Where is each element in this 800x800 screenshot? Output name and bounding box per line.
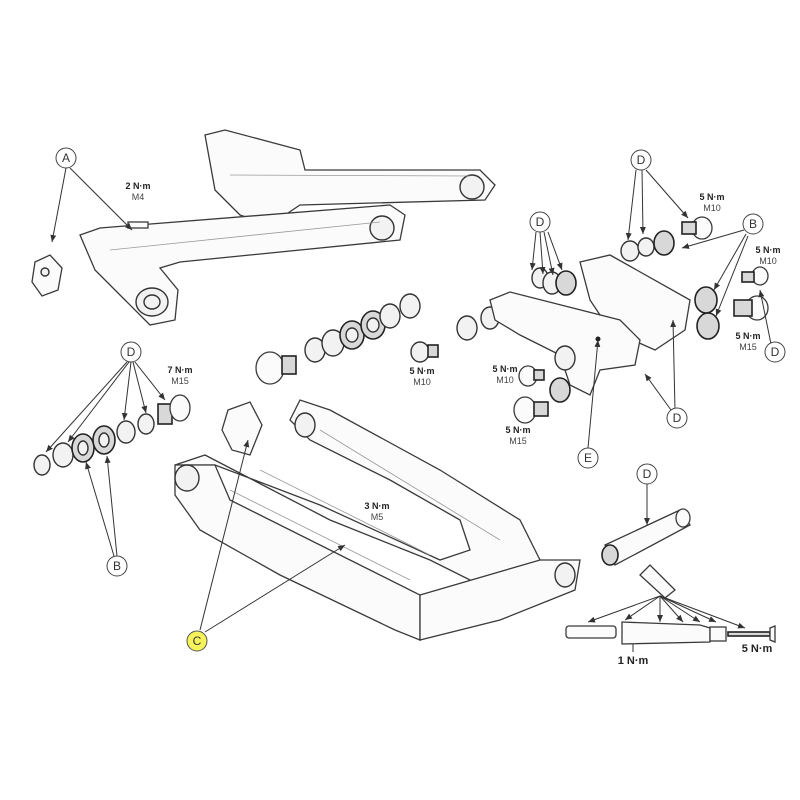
svg-text:5 N·m: 5 N·m (699, 192, 724, 202)
svg-text:M15: M15 (171, 376, 189, 386)
svg-text:C: C (193, 634, 202, 648)
svg-text:1 N·m: 1 N·m (618, 655, 649, 667)
svg-text:M10: M10 (496, 375, 514, 385)
callout-d-top: D (630, 149, 652, 171)
callout-b-right: B (742, 213, 764, 235)
torque-spec-axle-bolt: 5 N·m (742, 643, 773, 655)
svg-text:5 N·m: 5 N·m (492, 364, 517, 374)
axle-assembly (565, 508, 776, 645)
svg-text:A: A (62, 151, 70, 165)
callout-e: E (577, 447, 599, 469)
svg-text:D: D (536, 215, 545, 229)
callout-b-left: B (106, 555, 128, 577)
leader-lines (45, 167, 772, 652)
svg-text:5 N·m: 5 N·m (505, 425, 530, 435)
torque-spec-axle: 1 N·m (618, 655, 649, 667)
pivot-hardware-center (255, 293, 500, 385)
callout-d-link-bottom: D (666, 407, 688, 429)
svg-text:D: D (643, 467, 652, 481)
svg-text:M15: M15 (509, 436, 527, 446)
svg-text:7 N·m: 7 N·m (167, 365, 192, 375)
callout-d-axle: D (636, 463, 658, 485)
torque-spec-chainstay: 3 N·mM5 (364, 501, 389, 522)
torque-spec-hanger: 2 N·mM4 (125, 181, 150, 202)
callout-a: A (55, 147, 77, 169)
svg-text:M10: M10 (413, 377, 431, 387)
svg-text:D: D (673, 411, 682, 425)
svg-text:B: B (749, 217, 757, 231)
main-pivot-hardware (33, 394, 191, 476)
svg-text:5 N·m: 5 N·m (742, 643, 773, 655)
callout-d-left: D (120, 341, 142, 363)
svg-text:5 N·m: 5 N·m (755, 245, 780, 255)
derailleur-hanger (31, 254, 63, 297)
hanger-bolt (127, 221, 149, 229)
callout-c-highlighted[interactable]: C (186, 630, 208, 652)
svg-text:B: B (113, 559, 121, 573)
svg-text:M5: M5 (371, 512, 384, 522)
svg-text:D: D (127, 345, 136, 359)
svg-text:D: D (637, 153, 646, 167)
svg-text:2 N·m: 2 N·m (125, 181, 150, 191)
seatstay-assembly (79, 129, 496, 326)
svg-text:D: D (771, 345, 780, 359)
svg-text:E: E (584, 451, 592, 465)
rocker-link (489, 216, 769, 424)
svg-text:M10: M10 (759, 256, 777, 266)
svg-text:5 N·m: 5 N·m (409, 366, 434, 376)
callout-d-right: D (764, 341, 786, 363)
threadlock-tube (639, 564, 676, 599)
svg-text:M15: M15 (739, 342, 757, 352)
svg-text:5 N·m: 5 N·m (735, 331, 760, 341)
chainstay (174, 399, 581, 641)
svg-text:M4: M4 (132, 192, 145, 202)
frame-protector (221, 401, 263, 456)
callout-d-link: D (529, 211, 551, 233)
svg-text:3 N·m: 3 N·m (364, 501, 389, 511)
svg-text:M10: M10 (703, 203, 721, 213)
